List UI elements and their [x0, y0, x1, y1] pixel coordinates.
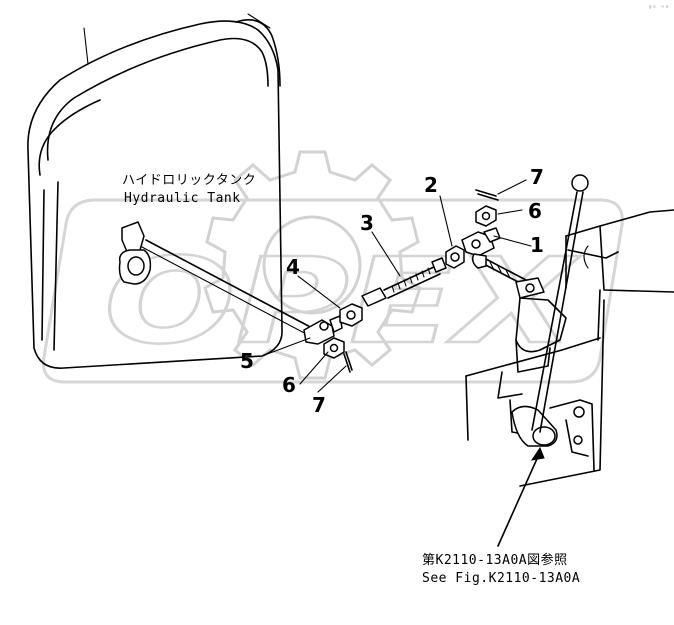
machine-frame — [465, 209, 674, 487]
callout-7-lower: 7 — [312, 393, 326, 417]
callout-5: 5 — [240, 349, 254, 373]
tank-label-japanese: ハイドロリックタンク — [122, 173, 256, 188]
control-lever — [531, 174, 589, 433]
part-7-pin-upper — [475, 189, 499, 201]
part-6-nut-upper — [475, 205, 497, 227]
tank-label-english: Hydraulic Tank — [124, 191, 241, 206]
callout-6-upper: 6 — [528, 199, 542, 223]
callout-4: 4 — [286, 255, 300, 279]
callout-6-lower: 6 — [282, 373, 296, 397]
control-linkage — [471, 253, 545, 299]
reference-note: 第K2110-13A0A図参照 See Fig.K2110-13A0A — [422, 552, 580, 586]
leader-lines — [261, 179, 545, 547]
callout-1: 1 — [530, 233, 544, 257]
callouts: 1 2 3 4 5 6 6 7 7 — [240, 165, 544, 417]
hydraulic-tank — [27, 13, 283, 369]
part-1-clevis — [461, 227, 501, 257]
reference-japanese: 第K2110-13A0A図参照 — [422, 552, 568, 568]
callout-7-upper: 7 — [530, 165, 544, 189]
tank-label: ハイドロリックタンク Hydraulic Tank — [122, 173, 256, 206]
part-7-pin-lower — [343, 351, 353, 373]
connecting-rod — [145, 239, 317, 331]
part-5-clevis — [303, 315, 343, 345]
watermark-gear — [203, 150, 422, 380]
part-3-adjusting-rod — [361, 257, 447, 307]
callout-3: 3 — [360, 211, 374, 235]
corner-mark: ᵍᵒ ⁿᵒ — [648, 4, 669, 12]
tank-fitting — [118, 221, 152, 285]
part-4-locknut — [339, 303, 363, 327]
reference-english: See Fig.K2110-13A0A — [422, 571, 580, 586]
callout-2: 2 — [424, 173, 438, 197]
part-2-locknut — [445, 245, 465, 269]
part-6-nut-lower — [323, 337, 345, 359]
connecting-rod-edge — [141, 246, 311, 337]
